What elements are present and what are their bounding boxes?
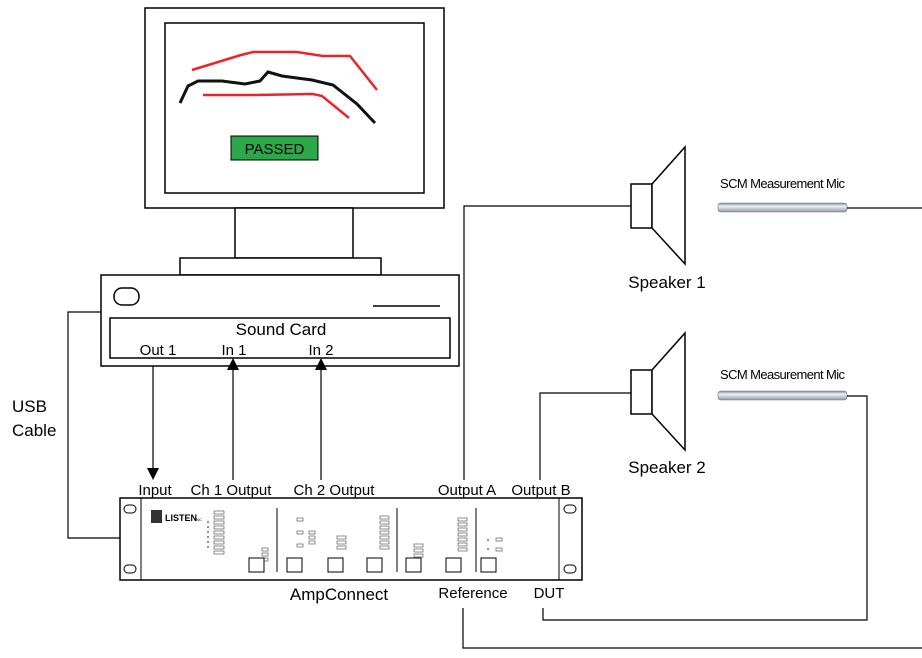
upper-limit-curve (191, 50, 378, 91)
signal-connections (147, 358, 327, 480)
speaker-2-cone (651, 331, 686, 452)
label-ch1-output: Ch 1 Output (191, 482, 273, 499)
label-output-b: Output B (511, 482, 570, 499)
passed-badge (230, 135, 319, 161)
passed-text: PASSED (245, 141, 305, 158)
usb-cable: USB Cable (12, 311, 120, 539)
speaker-cables (463, 205, 631, 480)
ampconnect-unit: Input Ch 1 Output Ch 2 Output Output A O… (119, 482, 583, 604)
speaker-1-magnet (630, 183, 653, 229)
rack-hole-left-bottom (123, 564, 137, 574)
speaker-2: Speaker 2 (628, 331, 706, 477)
mic-2-cable-to-dut (542, 395, 868, 621)
measured-curve (178, 70, 377, 125)
ampconnect-name: AmpConnect (290, 585, 389, 604)
usb-label-line2: Cable (12, 421, 56, 440)
usb-cable-line (67, 311, 120, 539)
listen-logo-suffix: INC (195, 517, 202, 522)
sound-card-title: Sound Card (236, 320, 327, 339)
label-reference: Reference (438, 585, 507, 602)
front-panel-details (207, 508, 503, 573)
port-in-2: In 2 (308, 342, 333, 359)
usb-label-line1: USB (12, 397, 47, 416)
computer: Sound Card Out 1 In 1 In 2 (100, 274, 460, 367)
rack-chassis (119, 497, 583, 581)
mic-1-cable-to-reference (462, 608, 922, 649)
lower-limit-curve (203, 92, 350, 119)
output-a-to-speaker-1 (463, 205, 631, 480)
sound-card-panel (109, 317, 451, 359)
port-out-1: Out 1 (140, 342, 177, 359)
rack-hole-right-top (563, 504, 577, 514)
mic-2: SCM Measurement Mic (542, 367, 868, 621)
label-ch2-output: Ch 2 Output (294, 482, 376, 499)
speaker-1-label: Speaker 1 (628, 273, 706, 292)
monitor-screen (164, 22, 425, 194)
mic-1: SCM Measurement Mic (717, 176, 922, 213)
rack-hole-left-top (123, 504, 137, 514)
rack-hole-right-bottom (563, 564, 577, 574)
monitor-neck (234, 207, 354, 259)
mic-2-label: SCM Measurement Mic (720, 367, 846, 382)
power-button (113, 287, 140, 306)
monitor: PASSED (144, 7, 445, 276)
listen-logo-mark (151, 510, 162, 523)
speaker-2-magnet (630, 369, 653, 415)
speaker-1-cone (651, 145, 686, 266)
mic-2-body (717, 390, 848, 401)
label-input: Input (138, 482, 172, 499)
listen-logo-text: LISTEN (165, 513, 197, 523)
mic-1-label: SCM Measurement Mic (720, 176, 846, 191)
port-in-1: In 1 (221, 342, 246, 359)
mic-1-body (717, 202, 848, 213)
speaker-2-label: Speaker 2 (628, 458, 706, 477)
label-output-a: Output A (438, 482, 496, 499)
label-dut: DUT (534, 585, 565, 602)
monitor-base (179, 257, 382, 276)
speaker-1: Speaker 1 (628, 145, 706, 292)
output-b-to-speaker-2 (539, 392, 631, 480)
